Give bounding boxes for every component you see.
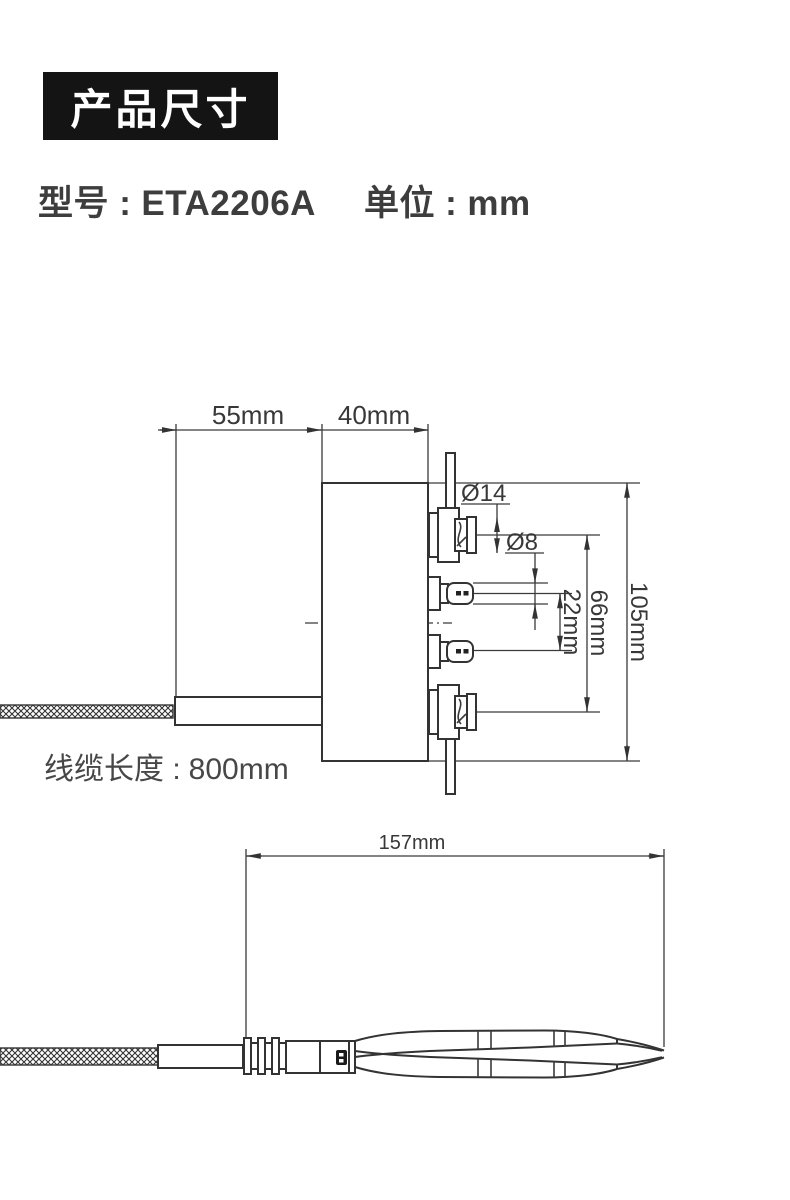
section-title: 产品尺寸 [70, 85, 251, 133]
dimension-bnc-spacing: 66mm [584, 535, 612, 712]
cable-length-label: 线缆长度 : [44, 753, 181, 786]
section-header: 产品尺寸 [43, 72, 278, 140]
dim-label-jack-spacing: 22mm [558, 589, 585, 656]
switch-dot [339, 1053, 344, 1057]
jack-band [456, 591, 461, 596]
cable-braid-front [0, 704, 174, 719]
tweezer-tips [616, 1038, 665, 1070]
model-value: ETA2206A [141, 184, 316, 223]
dim-label-boot-length: 55mm [212, 400, 284, 430]
unit-label: 单位 : [363, 184, 458, 223]
strain-relief [243, 1037, 287, 1075]
handle-switch [336, 1050, 347, 1065]
dimension-jack-diameter: Ø8 [505, 529, 544, 630]
bnc-connector-top [428, 452, 477, 563]
adapter-body [321, 482, 429, 762]
dimension-top-widths: 55mm 40mm [158, 400, 429, 433]
dim-label-bnc-diameter: Ø14 [461, 480, 506, 507]
dim-label-total-height: 105mm [625, 582, 652, 662]
jack-band [463, 649, 469, 654]
model-label: 型号 : [38, 184, 132, 223]
dim-label-bnc-spacing: 66mm [585, 590, 612, 657]
bnc-lever-bottom [445, 733, 456, 795]
tweezer-arms [354, 1029, 618, 1079]
connector-boot [174, 696, 323, 726]
tweezer-handle [285, 1040, 356, 1074]
dim-label-jack-diameter: Ø8 [506, 529, 538, 556]
dim-label-total-length: 157mm [379, 832, 446, 854]
cable-braid-side [0, 1047, 159, 1066]
front-view-drawing: 55mm 40mm [0, 400, 652, 795]
dimension-total-height: 105mm [624, 483, 652, 761]
dimension-bnc-diameter: Ø14 [461, 480, 510, 553]
switch-dot [339, 1059, 344, 1063]
cable-sleeve [157, 1044, 244, 1069]
unit-value: mm [467, 184, 531, 223]
cable-length-note: 线缆长度 : 800mm [44, 744, 289, 788]
jack-band [456, 649, 461, 654]
bnc-connector-bottom [428, 684, 477, 795]
jack-band [463, 591, 469, 596]
cable-length-value: 800mm [188, 753, 289, 786]
banana-jack-lower [427, 634, 474, 669]
dimension-jack-spacing: 22mm [557, 589, 585, 656]
dimension-total-length: 157mm [245, 832, 665, 1047]
bnc-lever-top [445, 452, 456, 514]
dim-label-body-width: 40mm [338, 400, 410, 430]
side-view-drawing: 157mm [0, 832, 665, 1079]
banana-jack-upper [427, 576, 474, 611]
model-info-line: 型号 : ETA2206A 单位 : mm [38, 175, 531, 226]
